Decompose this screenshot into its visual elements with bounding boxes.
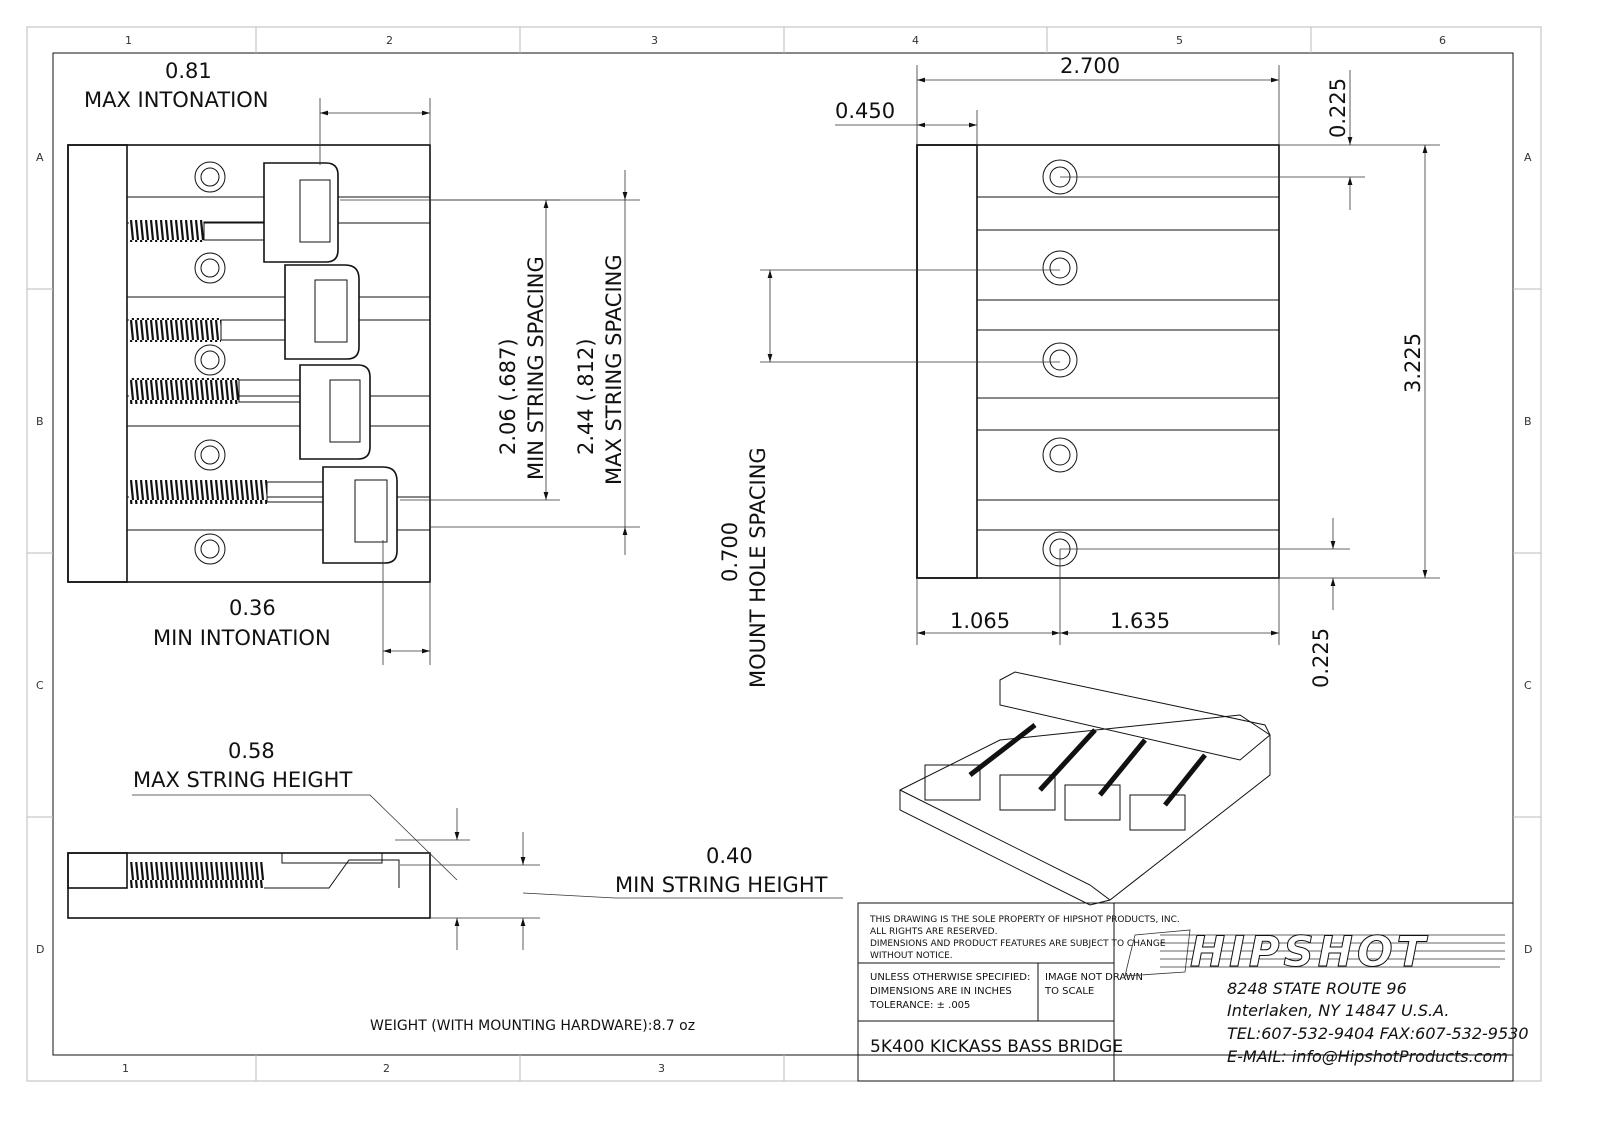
mount-holes xyxy=(1042,159,1078,567)
email: E-MAIL: info@HipshotProducts.com xyxy=(1227,1047,1508,1066)
weight-note: WEIGHT (WITH MOUNTING HARDWARE):8.7 oz xyxy=(370,1018,695,1034)
zone-col-2-bottom: 2 xyxy=(383,1062,390,1075)
address-line-1: 8248 STATE ROUTE 96 xyxy=(1227,979,1407,998)
top-offset-dimension: 0.225 xyxy=(1326,78,1350,138)
zone-col-3: 3 xyxy=(651,34,658,47)
max-string-spacing-label: MAX STRING SPACING xyxy=(602,254,626,485)
saddles xyxy=(263,162,398,564)
zone-row-b-right: B xyxy=(1524,415,1532,428)
scale-line-1: IMAGE NOT DRAWN xyxy=(1045,972,1143,983)
min-intonation-value: 0.36 xyxy=(229,596,276,620)
min-string-height-value: 0.40 xyxy=(706,844,753,868)
property-line-1: THIS DRAWING IS THE SOLE PROPERTY OF HIP… xyxy=(869,915,1180,925)
scale-line-2: TO SCALE xyxy=(1044,986,1094,997)
property-line-2: ALL RIGHTS ARE RESERVED. xyxy=(870,927,997,937)
min-string-spacing-value: 2.06 (.687) xyxy=(496,338,520,455)
isometric-view xyxy=(899,671,1271,906)
side-view: 0.58 MAX STRING HEIGHT 0.40 MIN STRING H… xyxy=(67,739,843,950)
spec-line-3: TOLERANCE: ± .005 xyxy=(869,1000,970,1011)
title-block: THIS DRAWING IS THE SOLE PROPERTY OF HIP… xyxy=(857,902,1529,1082)
zone-col-5: 5 xyxy=(1176,34,1183,47)
mounting-holes xyxy=(194,161,226,565)
max-intonation-label: MAX INTONATION xyxy=(84,88,269,112)
phone-fax: TEL:607-532-9404 FAX:607-532-9530 xyxy=(1227,1024,1529,1043)
mounting-view: 2.700 0.450 0.225 3.225 0.225 1.065 1.63… xyxy=(718,54,1440,688)
address-line-2: Interlaken, NY 14847 U.S.A. xyxy=(1227,1001,1449,1020)
height-dimension: 3.225 xyxy=(1401,333,1425,393)
zone-col-1-bottom: 1 xyxy=(122,1062,129,1075)
hole-x-left-dimension: 1.065 xyxy=(950,609,1010,633)
zone-row-c: C xyxy=(36,679,44,692)
zone-col-1: 1 xyxy=(125,34,132,47)
property-line-4: WITHOUT NOTICE. xyxy=(870,951,953,961)
width-dimension: 2.700 xyxy=(1060,54,1120,78)
hipshot-logo: HIPSHOT xyxy=(1124,927,1505,977)
zone-row-c-right: C xyxy=(1524,679,1532,692)
property-line-3: DIMENSIONS AND PRODUCT FEATURES ARE SUBJ… xyxy=(870,939,1166,949)
spec-line-1: UNLESS OTHERWISE SPECIFIED: xyxy=(870,972,1030,983)
max-string-spacing-value: 2.44 (.812) xyxy=(574,338,598,455)
svg-text:HIPSHOT: HIPSHOT xyxy=(1190,927,1429,976)
hole-x-right-dimension: 1.635 xyxy=(1110,609,1170,633)
zone-row-d: D xyxy=(36,943,44,956)
left-offset-dimension: 0.450 xyxy=(835,99,895,123)
drawing-frame: 1 2 3 4 5 6 1 2 3 A B C D A B C D xyxy=(26,26,1542,1082)
zone-row-b: B xyxy=(36,415,44,428)
top-view: 0.81 MAX INTONATION 0.36 MIN INTONATION … xyxy=(67,59,640,665)
saddle-screws xyxy=(129,220,338,504)
mount-spacing-label: MOUNT HOLE SPACING xyxy=(746,447,770,688)
max-intonation-value: 0.81 xyxy=(165,59,212,83)
zone-col-2: 2 xyxy=(386,34,393,47)
bottom-offset-dimension: 0.225 xyxy=(1309,628,1333,688)
zone-col-3-bottom: 3 xyxy=(658,1062,665,1075)
max-string-height-value: 0.58 xyxy=(228,739,275,763)
mount-spacing-value: 0.700 xyxy=(718,522,742,582)
part-name: 5K400 KICKASS BASS BRIDGE xyxy=(870,1037,1123,1057)
zone-row-a-right: A xyxy=(1524,151,1532,164)
max-string-height-label: MAX STRING HEIGHT xyxy=(133,768,352,792)
min-string-spacing-label: MIN STRING SPACING xyxy=(524,256,548,480)
zone-col-4: 4 xyxy=(912,34,919,47)
min-intonation-label: MIN INTONATION xyxy=(153,626,331,650)
zone-row-a: A xyxy=(36,151,44,164)
zone-col-6: 6 xyxy=(1439,34,1446,47)
spec-line-2: DIMENSIONS ARE IN INCHES xyxy=(870,986,1012,997)
zone-row-d-right: D xyxy=(1524,943,1532,956)
min-string-height-label: MIN STRING HEIGHT xyxy=(615,873,828,897)
